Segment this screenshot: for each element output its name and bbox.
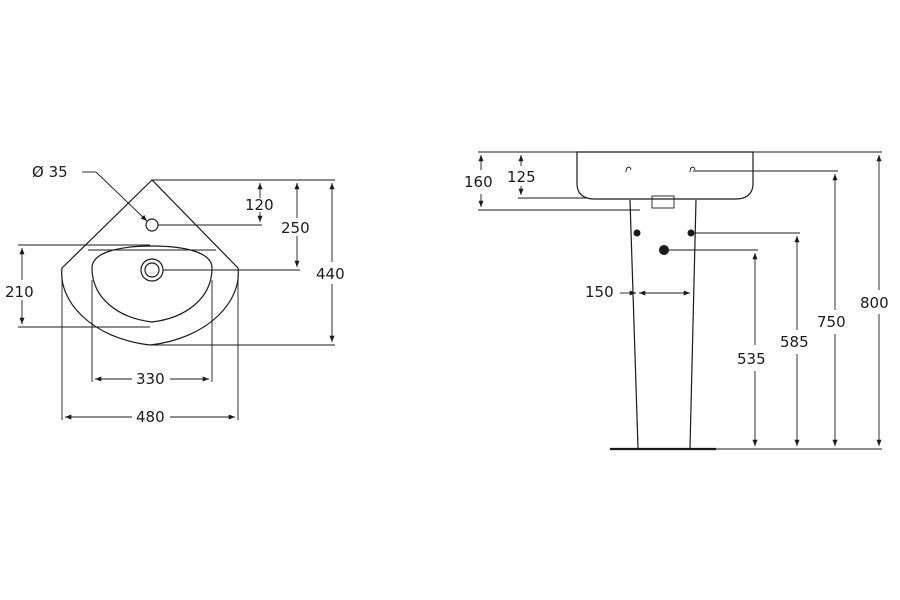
dim-250-label: 250 — [281, 219, 310, 237]
waste-outlet — [651, 195, 675, 209]
tap-mark-left — [625, 166, 632, 173]
pedestal-right — [689, 199, 697, 449]
hole-diameter-label: Ø 35 — [32, 163, 68, 181]
side-basin-outline — [576, 151, 754, 200]
fixing-bolt-right — [687, 229, 695, 237]
dim-120-label: 120 — [245, 196, 274, 214]
side-view: 160 125 150 535 585 750 800 — [464, 151, 889, 451]
dim-535-label: 535 — [737, 350, 766, 368]
dim-440-label: 440 — [316, 265, 345, 283]
pedestal-left — [629, 199, 639, 449]
tap-hole — [145, 218, 159, 232]
dim-150-label: 150 — [585, 283, 614, 301]
waste-point — [659, 245, 669, 255]
dim-800-label: 800 — [860, 294, 889, 312]
dim-585-label: 585 — [780, 333, 809, 351]
dim-480-label: 480 — [136, 408, 165, 426]
drain-inner — [144, 262, 160, 278]
basin-bowl — [91, 245, 213, 323]
fixing-bolt-left — [633, 229, 641, 237]
tap-mark-right — [689, 166, 696, 173]
dim-210-label: 210 — [5, 283, 34, 301]
dim-750-label: 750 — [817, 313, 846, 331]
dim-125-label: 125 — [507, 168, 536, 186]
drain-outer — [140, 258, 164, 282]
top-view: Ø 35 120 250 440 210 330 480 — [5, 163, 345, 426]
dim-330-label: 330 — [136, 370, 165, 388]
dim-160-label: 160 — [464, 173, 493, 191]
